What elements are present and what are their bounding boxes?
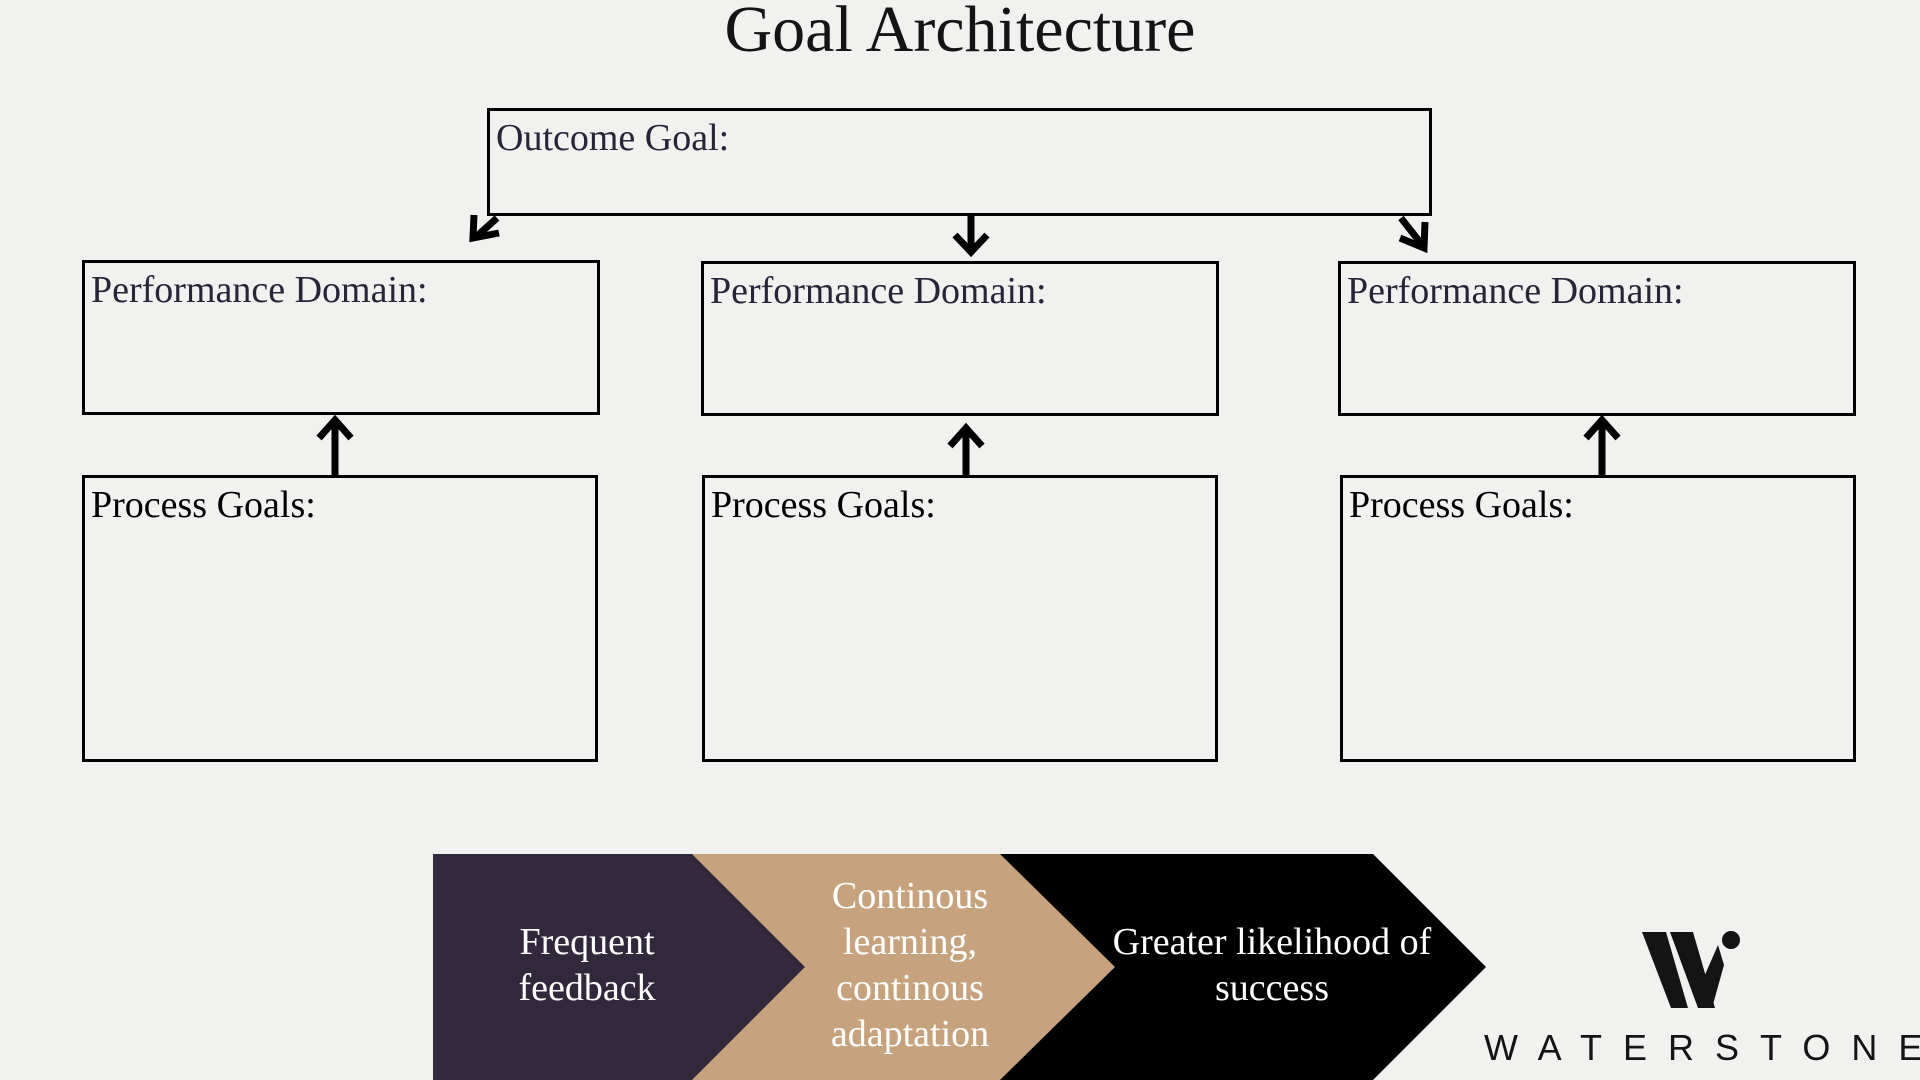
performance-domain-label: Performance Domain: (91, 269, 428, 311)
process-goals-box-3[interactable]: Process Goals: (1340, 475, 1856, 762)
outcome-goal-label: Outcome Goal: (496, 117, 730, 159)
performance-domain-box-3[interactable]: Performance Domain: (1338, 261, 1856, 416)
page-title: Goal Architecture (724, 0, 1196, 66)
performance-domain-box-1[interactable]: Performance Domain: (82, 260, 600, 415)
performance-domain-label: Performance Domain: (710, 270, 1047, 312)
process-goals-label: Process Goals: (91, 484, 316, 526)
process-goals-label: Process Goals: (711, 484, 936, 526)
flow-step-2-text: Continous learning, continous adaptation (830, 875, 990, 1055)
process-goals-box-1[interactable]: Process Goals: (82, 475, 598, 762)
arrow-down-icon (952, 216, 990, 258)
arrow-down-left-icon (469, 214, 500, 243)
flow-step-3-text: Greater likelihood of success (1112, 921, 1432, 1009)
performance-domain-label: Performance Domain: (1347, 270, 1684, 312)
process-goals-box-2[interactable]: Process Goals: (702, 475, 1218, 762)
waterstone-wordmark: WATERSTONE (1484, 1027, 1920, 1068)
arrow-down-right-icon (1398, 215, 1429, 254)
arrow-up-icon (947, 422, 985, 475)
waterstone-logo-icon (1642, 931, 1740, 1008)
performance-domain-box-2[interactable]: Performance Domain: (701, 261, 1219, 416)
process-goals-label: Process Goals: (1349, 484, 1574, 526)
arrow-up-icon (1583, 414, 1621, 475)
arrow-up-icon (316, 414, 354, 475)
flow-step-1-text: Frequent feedback (518, 921, 656, 1009)
outcome-goal-box[interactable]: Outcome Goal: (487, 108, 1432, 216)
